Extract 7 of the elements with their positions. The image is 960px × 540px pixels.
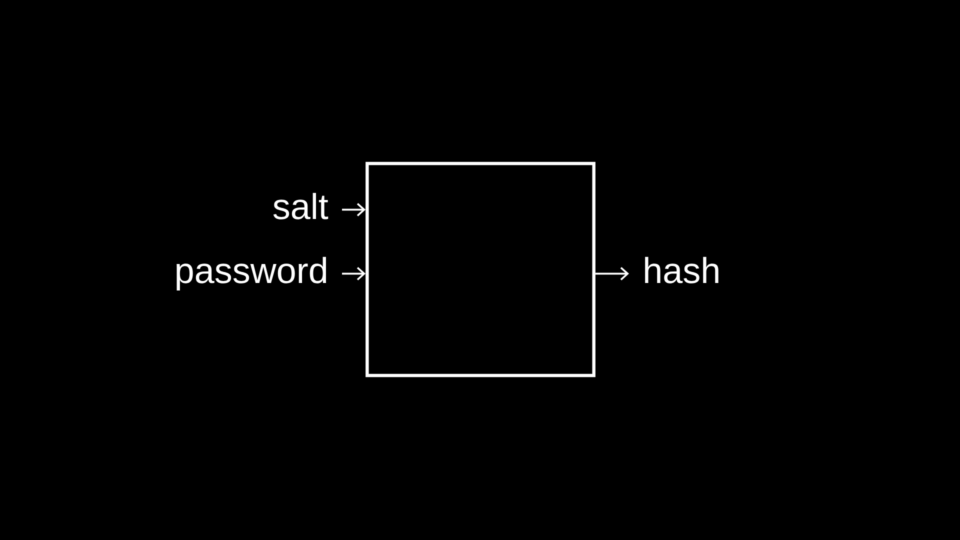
arrow xyxy=(342,266,366,280)
node-label: hash xyxy=(645,256,718,284)
node-label: salt xyxy=(273,192,328,220)
arrow xyxy=(595,266,629,280)
arrow xyxy=(342,202,366,216)
process-box xyxy=(366,162,596,378)
node-label: password xyxy=(176,256,326,290)
